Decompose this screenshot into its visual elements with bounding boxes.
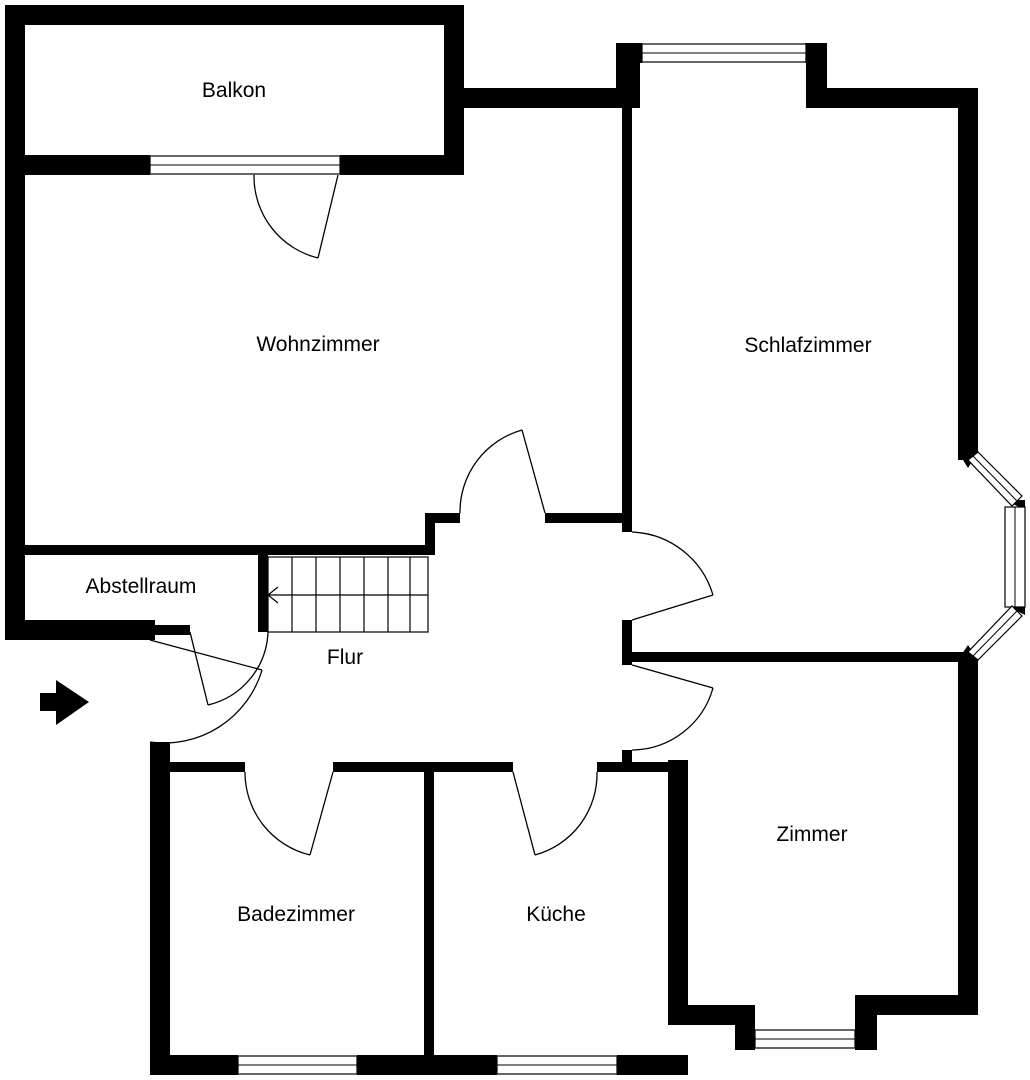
window-zimmer-bottom (754, 1029, 856, 1049)
wall-schlaf-top-left-drop (616, 43, 640, 108)
door-entrance (149, 639, 263, 744)
walls (5, 5, 1025, 1075)
door-wohnzimmer (459, 429, 546, 514)
wall-zimmer-küche (668, 760, 688, 1015)
label-schlafzimmer: Schlafzimmer (744, 334, 871, 357)
label-flur: Flur (327, 646, 363, 669)
wall-schlaf-top-east (806, 88, 978, 108)
wall-bad-left (150, 742, 170, 1075)
wall-wohn-schlaf (622, 100, 632, 532)
room-labels: Balkon Wohnzimmer Schlafzimmer Abstellra… (86, 79, 872, 926)
label-abstellraum: Abstellraum (86, 575, 197, 598)
wall-schlaf-right (958, 88, 978, 460)
label-zimmer: Zimmer (776, 823, 847, 846)
label-badezimmer: Badezimmer (237, 903, 355, 926)
entrance-arrow-icon (40, 680, 89, 725)
door-balkon (253, 174, 339, 259)
door-abstellraum (189, 631, 269, 706)
wall-balkon-bottom-right (340, 155, 464, 175)
wall-bottom-left (150, 1055, 238, 1075)
doors (149, 174, 714, 856)
door-kueche (512, 771, 598, 856)
wall-zimmer-bottom-left (668, 1005, 754, 1025)
wall-balkon-bottom-left (5, 155, 150, 175)
wall-balkon-top (5, 5, 464, 25)
wall-flur-notch-vertical (425, 513, 435, 555)
wall-bad-top-right (333, 762, 513, 772)
wall-wohnzimmer-bottom (25, 545, 433, 555)
wall-flur-notch-top-right (545, 513, 631, 523)
window-schlaf-top (641, 43, 807, 63)
wall-zimmer-right (958, 652, 978, 1012)
window-bay-bottom (967, 605, 1023, 661)
label-balkon: Balkon (202, 79, 266, 102)
stair-direction-arrow-icon (267, 586, 279, 604)
window-bay-right (1004, 506, 1026, 608)
door-schlafzimmer (631, 531, 714, 621)
windows (149, 43, 1026, 1075)
wall-schlaf-zimmer (622, 652, 974, 662)
wall-kueche-top-right (597, 762, 687, 772)
door-badezimmer (244, 771, 334, 856)
wall-zimmer-bottom-left-drop (735, 1005, 755, 1050)
window-bay-top (967, 451, 1023, 507)
label-wohnzimmer: Wohnzimmer (256, 333, 379, 356)
wall-wohnzimmer-top (444, 88, 634, 108)
staircase (267, 556, 429, 633)
wall-bottom-mid (357, 1055, 497, 1075)
wall-zimmer-left (622, 750, 632, 765)
wall-flur-notch-top-left (425, 513, 460, 523)
wall-abstell-right (258, 550, 268, 632)
wall-bad-top-left (150, 762, 245, 772)
wall-abstell-bottom-step (150, 625, 190, 635)
window-bad-bottom (237, 1055, 358, 1075)
window-balkon (149, 155, 341, 175)
wall-schlaf-flur (622, 620, 632, 665)
label-kueche: Küche (526, 903, 586, 926)
wall-left (5, 5, 25, 640)
wall-zimmer-bottom-right-drop (855, 1005, 877, 1050)
wall-bottom-right (617, 1055, 688, 1075)
wall-bad-kueche (424, 762, 434, 1075)
wall-abstell-bottom (5, 620, 155, 640)
door-zimmer (631, 664, 714, 751)
window-kueche-bottom (496, 1055, 618, 1075)
wall-zimmer-bottom-right (855, 995, 978, 1015)
